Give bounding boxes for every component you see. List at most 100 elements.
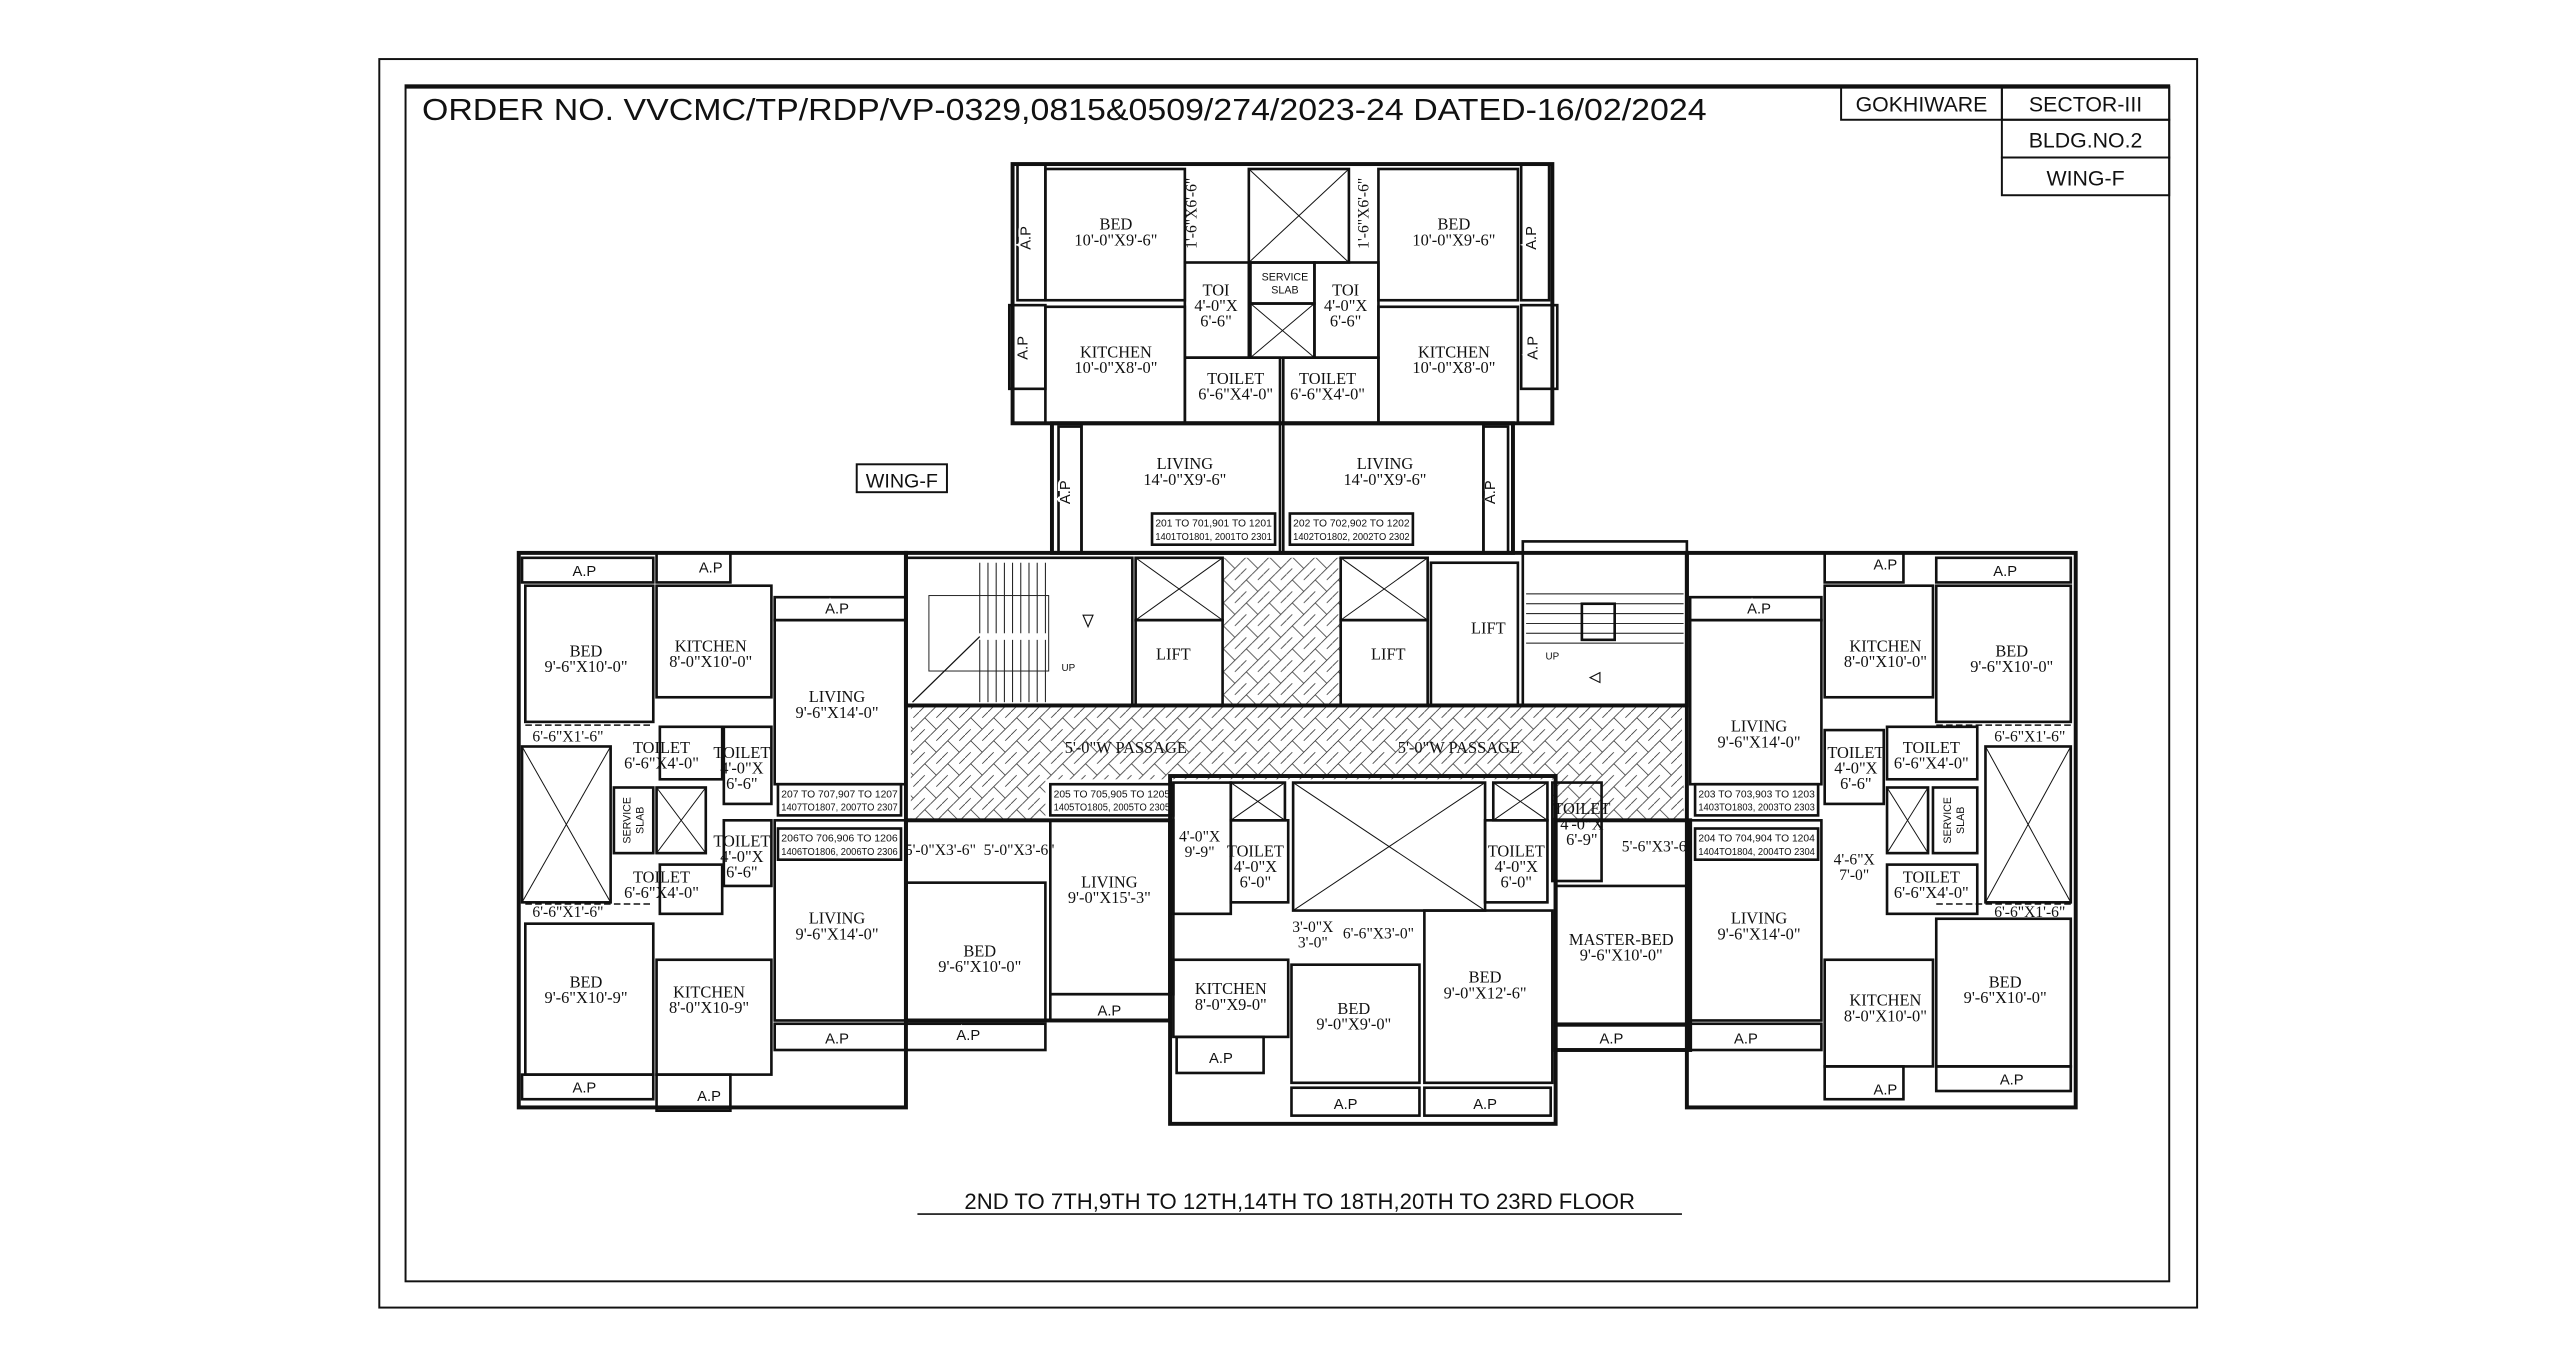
room-wall bbox=[1080, 421, 1282, 555]
room-name: LIVING bbox=[1357, 454, 1414, 473]
balcony-ap-label: A.P bbox=[1019, 226, 1035, 250]
room-name: TOILET bbox=[1488, 841, 1545, 860]
room-name: LIVING bbox=[809, 687, 866, 706]
balcony-ap-label: A.P bbox=[699, 561, 723, 577]
wing-label-box bbox=[855, 463, 948, 494]
balcony-ap-label: A.P bbox=[1747, 602, 1771, 618]
room-wall bbox=[1934, 917, 2073, 1068]
room-wall bbox=[523, 584, 655, 724]
room-dimension: 4'-0"X bbox=[1194, 296, 1237, 315]
room-wall bbox=[1688, 618, 1823, 786]
building-outer-wall bbox=[1684, 550, 2078, 1110]
room-dimension: 9'-6"X10'-0" bbox=[1964, 988, 2047, 1007]
balcony-ap-label: A.P bbox=[956, 1028, 980, 1044]
duct-box bbox=[655, 786, 708, 855]
duct-box bbox=[1291, 781, 1487, 912]
room-dimension: 6'-6" bbox=[1330, 311, 1362, 330]
room-wall bbox=[1688, 819, 1823, 1022]
wing-text: WING-F bbox=[2046, 166, 2124, 190]
stair-arrow-icon bbox=[1082, 614, 1094, 629]
balcony-ap-label: A.P bbox=[1600, 1031, 1624, 1047]
stair-up-label: UP bbox=[1062, 663, 1076, 674]
title-block: GOKHIWARE SECTOR-III BLDG.NO.2 WING-F bbox=[1840, 85, 2171, 197]
room-name: LIVING bbox=[1081, 873, 1138, 892]
duct-cross-line bbox=[1292, 782, 1486, 911]
dimension-label: 6'-6"X1'-6" bbox=[532, 904, 603, 921]
sheet-border bbox=[378, 58, 2199, 1309]
passage-floor-hatch bbox=[1222, 557, 1341, 706]
unit-number-line: 1407TO1807, 2007TO 2307 bbox=[781, 802, 898, 813]
room-name: TOILET bbox=[1207, 369, 1264, 388]
dimension-label: 5'-0"X3'-6" bbox=[905, 842, 976, 859]
room-name: MASTER-BED bbox=[1569, 930, 1674, 949]
room-name: TOILET bbox=[1903, 738, 1960, 757]
unit-number-line: 1401TO1801, 2001TO 2301 bbox=[1155, 532, 1272, 543]
room-dimension: 14'-0"X9'-6" bbox=[1343, 470, 1426, 489]
passage-label: 5'-0"W PASSAGE bbox=[1398, 738, 1520, 757]
room-dimension: 9'-6"X10'-0" bbox=[1580, 946, 1663, 965]
room-name: BED bbox=[570, 973, 603, 992]
duct-box bbox=[1339, 556, 1429, 622]
unit-number-line: 201 TO 701,901 TO 1201 bbox=[1155, 519, 1272, 530]
room-dimension: 4'-0"X bbox=[1834, 759, 1877, 778]
unit-number-box bbox=[1693, 827, 1820, 861]
room-name: BED bbox=[963, 941, 996, 960]
room-dimension: 6'-6"X4'-0" bbox=[1198, 384, 1273, 403]
stair-well bbox=[1580, 602, 1616, 642]
balcony-ap-label: A.P bbox=[1058, 480, 1074, 504]
room-name: BED bbox=[1438, 215, 1471, 234]
service-slab-label: SERVICE bbox=[1942, 797, 1954, 844]
room-dimension: 4'-0"X bbox=[1324, 296, 1367, 315]
room-name: LIVING bbox=[1731, 717, 1788, 736]
room-name: TOILET bbox=[633, 868, 690, 887]
room-name: KITCHEN bbox=[675, 636, 747, 655]
room-wall bbox=[1551, 781, 1603, 883]
duct-cross-line bbox=[1135, 557, 1223, 621]
balcony-ap-label: A.P bbox=[1015, 336, 1031, 360]
room-name: BED bbox=[1100, 215, 1133, 234]
balcony-ap-label: A.P bbox=[1334, 1097, 1358, 1113]
room-wall bbox=[1885, 863, 1979, 916]
room-name: KITCHEN bbox=[1849, 636, 1921, 655]
room-name: BED bbox=[1337, 999, 1370, 1018]
duct-cross-line bbox=[1250, 303, 1315, 359]
duct-cross-line bbox=[1985, 746, 2072, 903]
balcony-ap-label: A.P bbox=[572, 1081, 596, 1097]
balcony-ap-label: A.P bbox=[1874, 557, 1898, 573]
balcony-ap-label: A.P bbox=[1524, 226, 1540, 250]
unit-number-line: 202 TO 702,902 TO 1202 bbox=[1293, 519, 1410, 530]
room-dimension: 4'-0"X bbox=[1495, 857, 1538, 876]
duct-cross-line bbox=[656, 787, 707, 854]
stair-break-line bbox=[912, 636, 981, 703]
dimension-label: 1'-6"X6'-6" bbox=[1356, 178, 1373, 249]
duct-cross-line bbox=[1230, 782, 1286, 821]
room-wall bbox=[523, 922, 655, 1076]
wing-label: WING-F bbox=[866, 470, 938, 492]
room-name: BED bbox=[1995, 641, 2028, 660]
room-wall bbox=[1823, 958, 1935, 1068]
room-dimension: 9'-6"X14'-0" bbox=[1718, 924, 1801, 943]
room-wall bbox=[1049, 819, 1175, 996]
balcony-ap-label: A.P bbox=[1097, 1004, 1121, 1020]
room-name: TOI bbox=[1203, 280, 1230, 299]
dimension-label: 3'-0"X bbox=[1292, 919, 1333, 936]
dimension-label: 3'-0" bbox=[1298, 934, 1328, 951]
room-dimension: 4'-0"X bbox=[720, 759, 763, 778]
unit-number-line: 207 TO 707,907 TO 1207 bbox=[781, 789, 898, 800]
service-slab-label: SLAB bbox=[1271, 285, 1298, 297]
room-dimension: 8'-0"X10-9" bbox=[669, 998, 749, 1017]
dimension-label: 6'-6"X3'-0" bbox=[1343, 925, 1414, 942]
room-dimension: 9'-0"X9'-0" bbox=[1316, 1014, 1391, 1033]
room-name: KITCHEN bbox=[1080, 343, 1152, 362]
passage-label: 5'-0"W PASSAGE bbox=[1065, 738, 1187, 757]
service-slab bbox=[1931, 786, 1979, 855]
passage-floor-hatch bbox=[910, 779, 1046, 821]
dimension-label: 1'-6"X6'-6" bbox=[1183, 178, 1200, 249]
balcony-ap bbox=[1934, 556, 2073, 584]
duct-box bbox=[1229, 781, 1287, 822]
dimension-label: 9'-9" bbox=[1185, 844, 1215, 861]
unit-number-line: 1405TO1805, 2005TO 2305 bbox=[1054, 802, 1171, 813]
unit-number-box bbox=[1150, 512, 1277, 546]
duct-cross-line bbox=[1886, 787, 1929, 854]
